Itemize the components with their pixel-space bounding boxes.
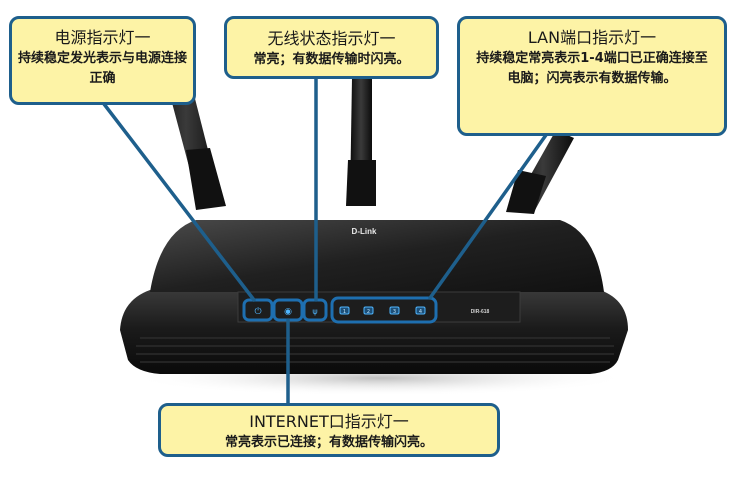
power-icon: ⏻	[254, 306, 261, 317]
leader-lines	[102, 76, 548, 406]
lan-port-label: 2	[367, 309, 370, 315]
power-led-callout: 电源指示灯一 持续稳定发光表示与电源连接正确	[9, 16, 196, 105]
lan-led-frame	[330, 296, 438, 324]
power-leader-line	[102, 102, 256, 302]
lan-leader-line	[428, 133, 548, 300]
power-led-description: 持续稳定发光表示与电源连接正确	[17, 51, 187, 86]
lan-port-leds: 1 2 3 4	[339, 306, 426, 315]
led-group: ⏻ ◉ ψ 1 2 3 4	[242, 296, 438, 324]
internet-led-title: INTERNET口指示灯一	[249, 412, 409, 431]
globe-icon: ◉	[284, 307, 292, 317]
lan-port-label: 1	[343, 309, 346, 315]
brand-logo: D-Link	[352, 227, 377, 236]
wireless-icon: ψ	[312, 307, 317, 316]
power-led-frame	[242, 298, 274, 322]
lan-port-label: 4	[419, 309, 422, 315]
internet-led-callout: INTERNET口指示灯一 常亮表示已连接；有数据传输闪亮。	[158, 403, 500, 457]
lan-led-description: 持续稳定常亮表示1-4端口已正确连接至电脑；闪亮表示有数据传输。	[476, 51, 708, 86]
model-label: DIR-618	[471, 309, 490, 315]
power-led-title: 电源指示灯一	[54, 28, 151, 47]
lan-led-title: LAN端口指示灯一	[527, 28, 657, 47]
lan-led-callout: LAN端口指示灯一 持续稳定常亮表示1-4端口已正确连接至电脑；闪亮表示有数据传…	[457, 16, 727, 136]
lan-port-label: 3	[393, 309, 396, 315]
wireless-led-title: 无线状态指示灯一	[267, 29, 396, 48]
wireless-led-description: 常亮；有数据传输时闪亮。	[253, 52, 410, 67]
internet-led-description: 常亮表示已连接；有数据传输闪亮。	[224, 435, 433, 450]
wireless-led-callout: 无线状态指示灯一 常亮；有数据传输时闪亮。	[224, 16, 439, 79]
